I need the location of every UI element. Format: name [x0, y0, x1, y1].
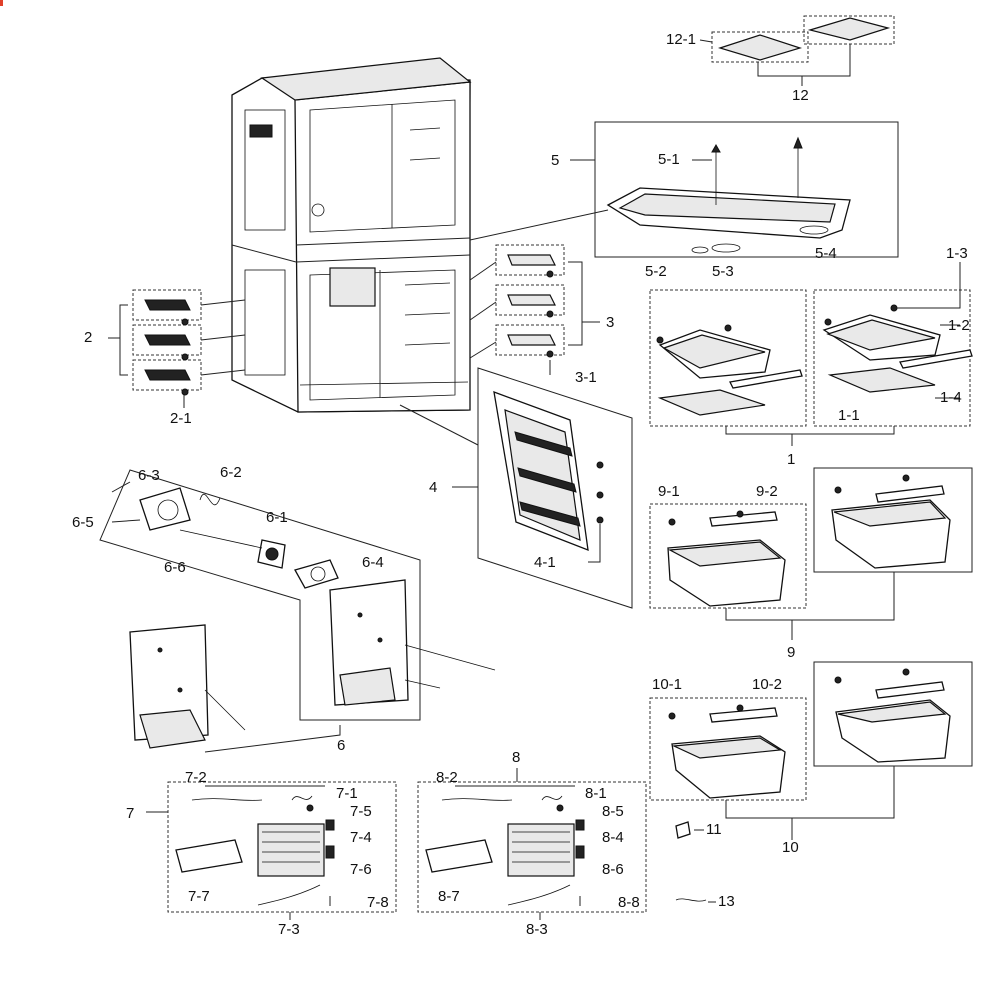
- part-6-evaporator-cover-assembly: [99, 469, 496, 753]
- callout-9-1: 9-1: [658, 483, 680, 500]
- callout-1-1: 1-1: [838, 407, 860, 424]
- part-12-top-covers: [699, 15, 895, 86]
- refrigerator-cabinet: [231, 57, 472, 413]
- corner-accent-mark: [0, 0, 3, 6]
- callout-2: 2: [84, 329, 93, 346]
- callout-7: 7: [126, 805, 135, 822]
- callout-9: 9: [787, 644, 796, 661]
- callout-1: 1: [787, 451, 796, 468]
- callout-8-5: 8-5: [602, 803, 624, 820]
- callout-7-2: 7-2: [185, 769, 207, 786]
- callout-5: 5: [551, 152, 560, 169]
- callout-1-4: 1-4: [940, 389, 962, 406]
- callout-1-2: 1-2: [948, 317, 970, 334]
- callout-5-1: 5-1: [658, 151, 680, 168]
- part-7-evaporator-assembly: [146, 781, 397, 920]
- callout-6-1: 6-1: [266, 509, 288, 526]
- callout-4: 4: [429, 479, 438, 496]
- callout-7-3: 7-3: [278, 921, 300, 938]
- part-10-drawer-pair: [649, 661, 973, 903]
- callout-8-6: 8-6: [602, 861, 624, 878]
- part-2-left-guides: [108, 289, 246, 408]
- callout-13: 13: [718, 893, 735, 910]
- callout-6-2: 6-2: [220, 464, 242, 481]
- part-4-side-panel: [399, 367, 633, 609]
- callout-7-8: 7-8: [367, 894, 389, 911]
- part-9-drawer-pair: [649, 467, 973, 640]
- callout-6-6: 6-6: [164, 559, 186, 576]
- callout-5-3: 5-3: [712, 263, 734, 280]
- callout-9-2: 9-2: [756, 483, 778, 500]
- callout-6: 6: [337, 737, 346, 754]
- part-5-top-shelf-assembly: [469, 121, 899, 258]
- callout-8-2: 8-2: [436, 769, 458, 786]
- callout-3-1: 3-1: [575, 369, 597, 386]
- callout-8-4: 8-4: [602, 829, 624, 846]
- callout-6-4: 6-4: [362, 554, 384, 571]
- part-3-right-guides: [469, 244, 600, 375]
- callout-10-2: 10-2: [752, 676, 783, 693]
- callout-8-7: 8-7: [438, 888, 460, 905]
- callout-7-5: 7-5: [350, 803, 372, 820]
- callout-11: 11: [706, 821, 722, 838]
- callout-6-3: 6-3: [138, 467, 160, 484]
- callout-5-4: 5-4: [815, 245, 837, 262]
- callout-6-5: 6-5: [72, 514, 94, 531]
- callout-8-1: 8-1: [585, 785, 607, 802]
- callout-7-6: 7-6: [350, 861, 372, 878]
- callout-3: 3: [606, 314, 615, 331]
- callout-10: 10: [782, 839, 799, 856]
- callout-5-2: 5-2: [645, 263, 667, 280]
- callout-7-1: 7-1: [336, 785, 358, 802]
- callout-12: 12: [792, 87, 809, 104]
- callout-7-4: 7-4: [350, 829, 372, 846]
- callout-8: 8: [512, 749, 521, 766]
- callout-7-7: 7-7: [188, 888, 210, 905]
- callout-4-1: 4-1: [534, 554, 556, 571]
- callout-8-3: 8-3: [526, 921, 548, 938]
- part-1-shelf-pair: [649, 262, 973, 446]
- callout-1-3: 1-3: [946, 245, 968, 262]
- callout-12-1: 12-1: [666, 31, 697, 48]
- callout-2-1: 2-1: [170, 410, 192, 427]
- part-8-evaporator-assembly: [417, 768, 647, 920]
- callout-10-1: 10-1: [652, 676, 683, 693]
- callout-8-8: 8-8: [618, 894, 640, 911]
